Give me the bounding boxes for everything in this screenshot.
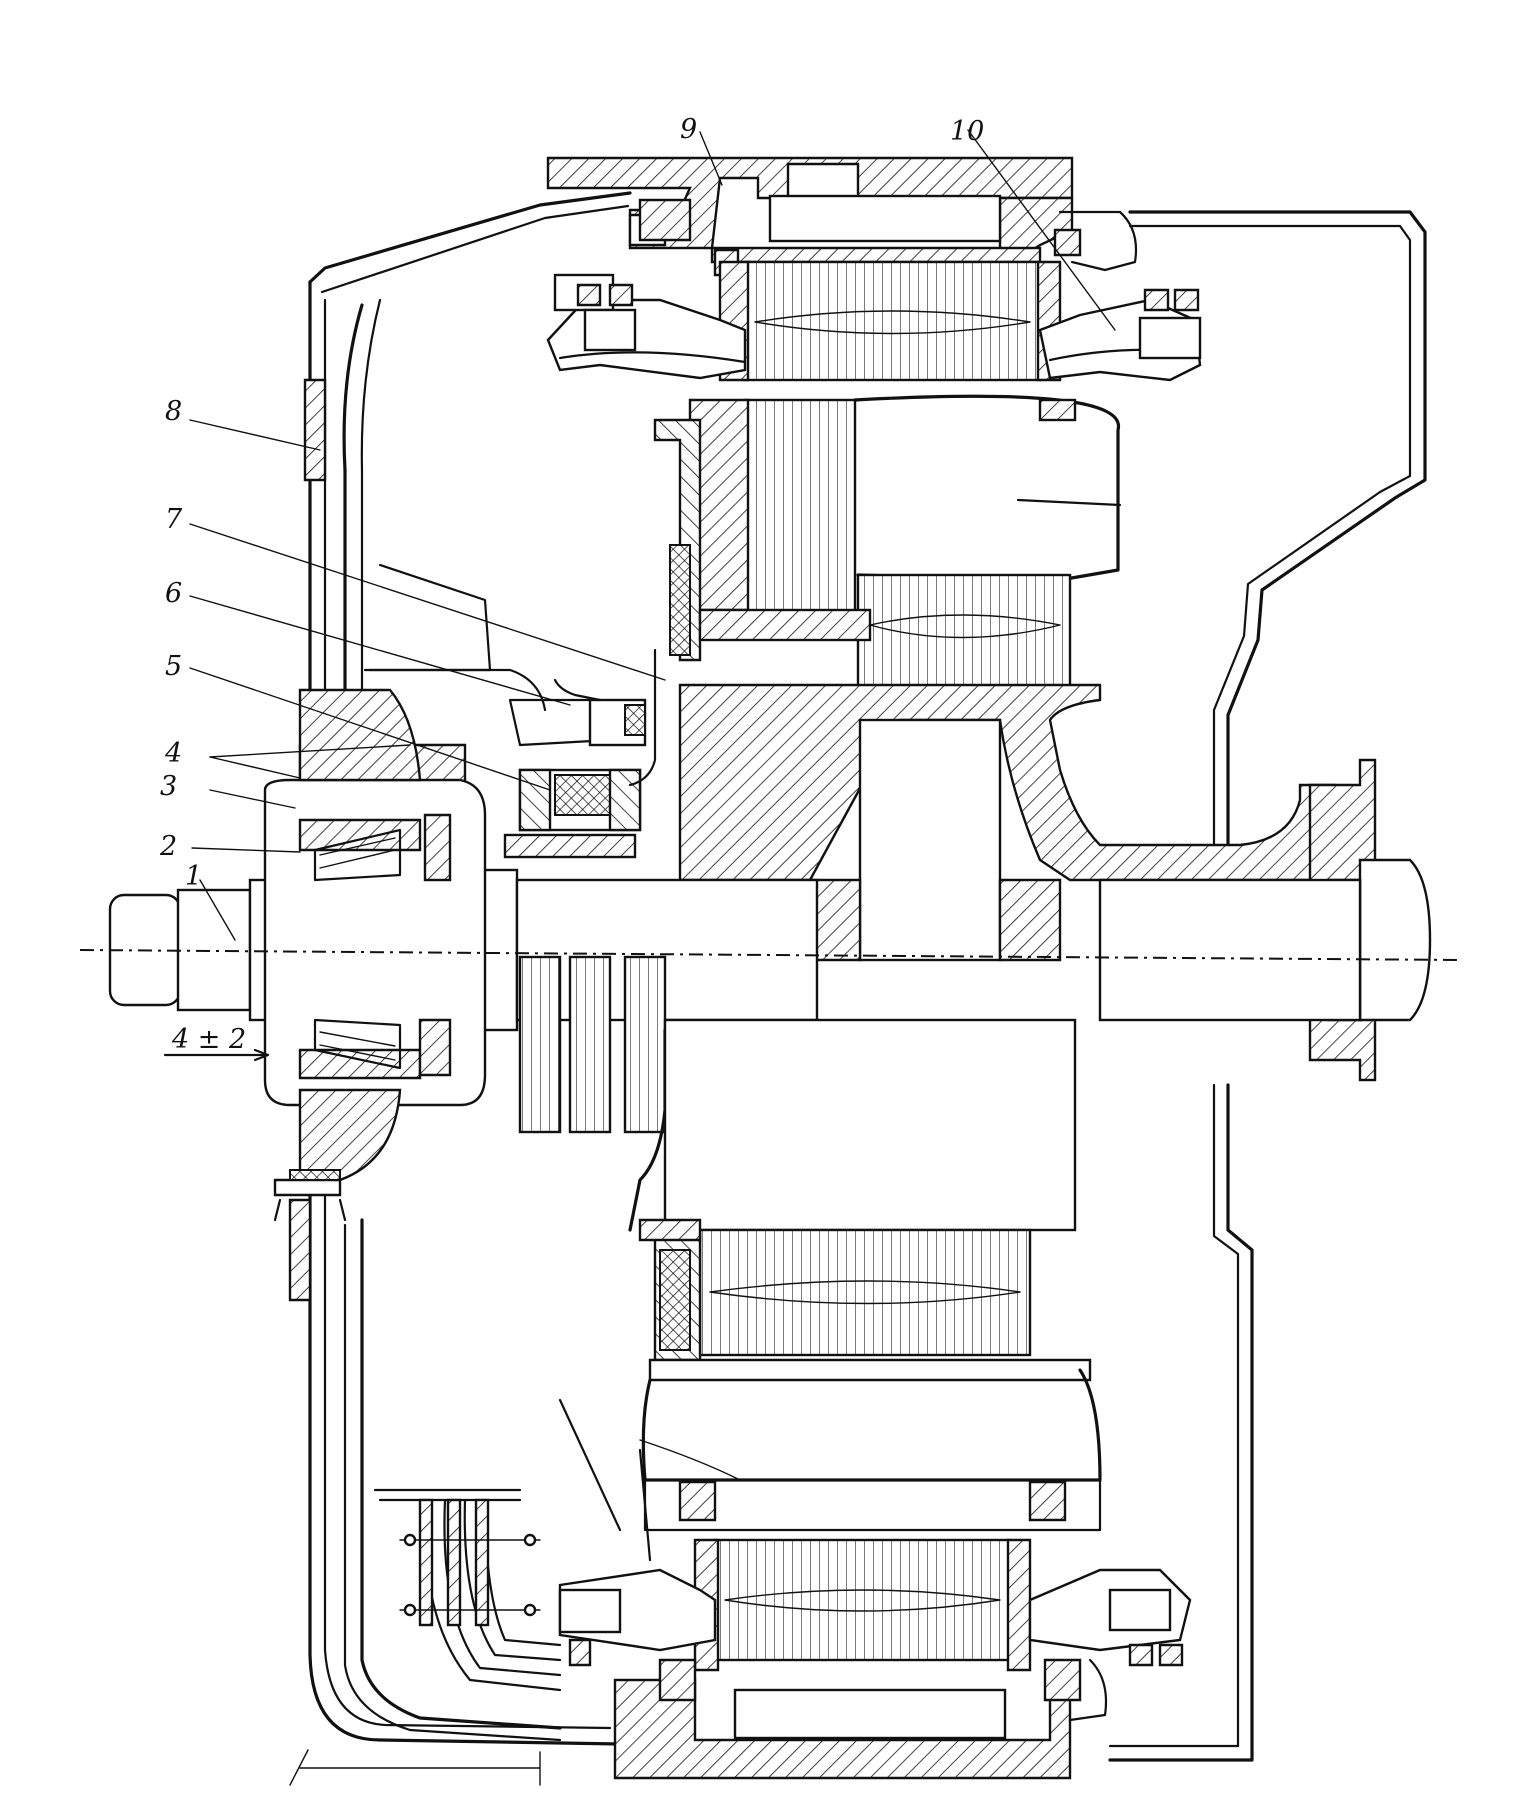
label-10: 10 — [950, 116, 984, 147]
label-5: 5 — [165, 651, 182, 682]
end-shield-left — [288, 191, 632, 1786]
label-9: 9 — [680, 114, 697, 145]
rotor-pole-top — [653, 394, 1122, 692]
label-4: 4 — [164, 738, 182, 769]
stator-frame-top — [546, 156, 1138, 277]
stator-frame-bottom — [613, 1658, 1108, 1780]
label-3: 3 — [160, 771, 177, 802]
label-2: 2 — [159, 831, 177, 862]
label-clearance: 4 ± 2 — [171, 1024, 246, 1055]
bearing-assembly — [263, 688, 487, 1222]
outer-cover — [1108, 210, 1427, 1762]
label-1: 1 — [185, 861, 202, 892]
leader-lines — [163, 129, 1116, 1062]
terminal-block — [373, 1488, 562, 1692]
label-7: 7 — [165, 504, 183, 535]
stator-core-bottom — [558, 1538, 1192, 1672]
label-6: 6 — [165, 578, 182, 609]
slip-ring-brushes — [503, 648, 667, 1134]
rotor-pole-bottom — [558, 1018, 1102, 1562]
stator-core-top — [546, 260, 1202, 382]
label-8: 8 — [165, 396, 182, 427]
